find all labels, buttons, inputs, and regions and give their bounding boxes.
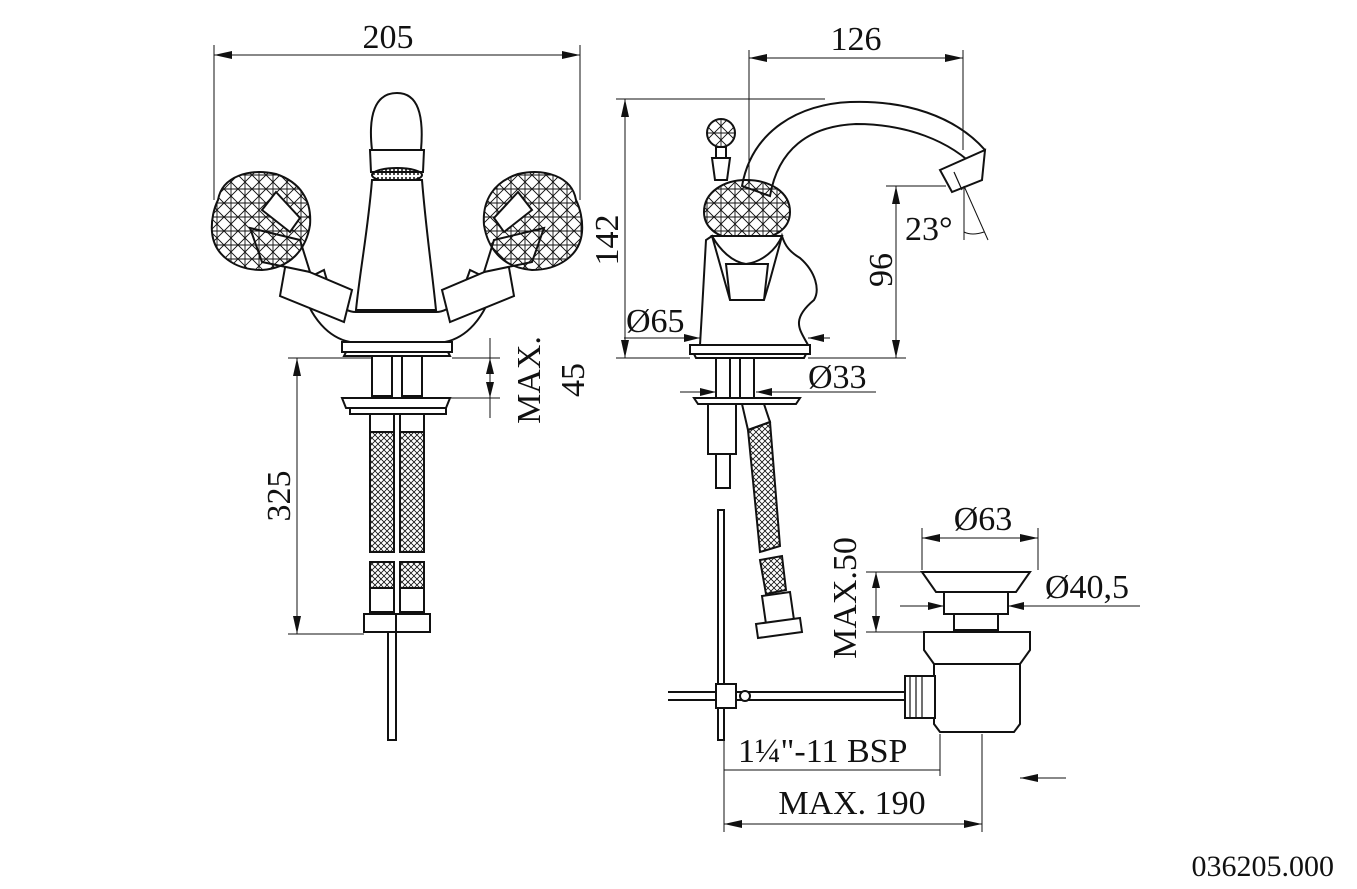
side-popup-rod [668,683,905,709]
waste-body [904,571,1032,733]
front-spout [354,91,438,311]
max-thickness-label-line2: 45 [555,363,592,397]
drawing-code: 036205.000 [1192,850,1335,883]
max-thickness-label-line1: MAX. [511,336,548,424]
dim-reach: 126 [748,21,964,186]
dim-height: 142 [589,98,825,359]
side-view: 126 142 96 23° [589,21,989,741]
body-diameter-label: Ø40,5 [1045,569,1129,606]
base-diameter-label: Ø65 [626,303,685,340]
waste-view: Ø63 Ø40,5 MAX.50 1¼"-11 BSP [723,501,1140,832]
dim-tail-length: 325 [261,357,372,635]
dim-body-diameter: Ø40,5 [900,569,1140,610]
max-height-label: MAX.50 [827,537,864,659]
spout-height-label: 96 [863,253,900,287]
dim-max-height: MAX.50 [827,537,924,659]
hole-diameter-label: Ø33 [808,359,867,396]
dim-max-thickness: MAX. 45 [450,336,592,424]
flange-diameter-label: Ø63 [954,501,1013,538]
side-body [689,232,818,359]
max-length-label: MAX. 190 [778,785,925,822]
thread-label: 1¼"-11 BSP [738,733,907,770]
front-tails [340,355,452,741]
reach-label: 126 [831,21,882,58]
dim-width: 205 [213,19,581,200]
height-label: 142 [589,215,626,266]
dim-flange-diameter: Ø63 [921,501,1039,570]
dim-hole-diameter: Ø33 [680,359,876,396]
width-label: 205 [363,19,414,56]
angle-label: 23° [905,211,953,248]
side-tails [692,357,804,741]
dim-max-length: MAX. 190 [723,708,1066,832]
front-left-handle [210,171,354,324]
side-popup-knob [706,118,736,181]
front-view: 205 325 MAX. 45 [210,19,592,741]
front-right-handle [440,171,584,324]
dim-angle: 23° [905,185,989,248]
tail-length-label: 325 [261,471,298,522]
dim-base-diameter: Ø65 [624,303,830,342]
side-handle [702,178,792,301]
dim-spout-height: 96 [808,185,946,359]
dim-thread: 1¼"-11 BSP [724,733,941,776]
side-spout [740,100,987,198]
